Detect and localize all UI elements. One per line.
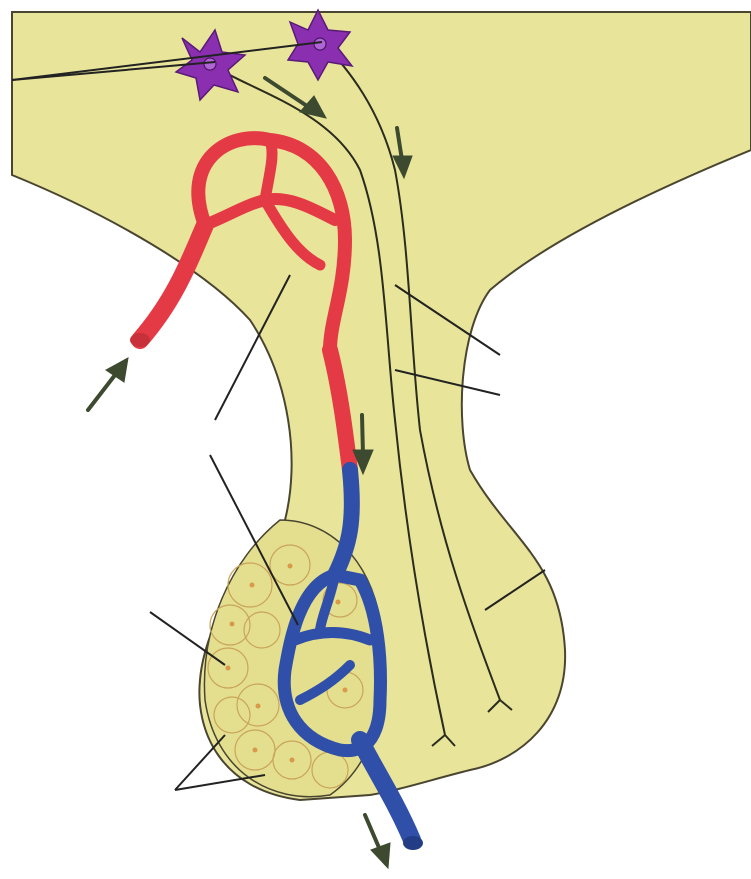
vein-opening [403, 836, 423, 850]
flow-arrow-icon [88, 358, 128, 410]
artery-opening [130, 333, 150, 347]
flow-arrow-icon [365, 815, 390, 868]
leader-line [175, 735, 225, 790]
